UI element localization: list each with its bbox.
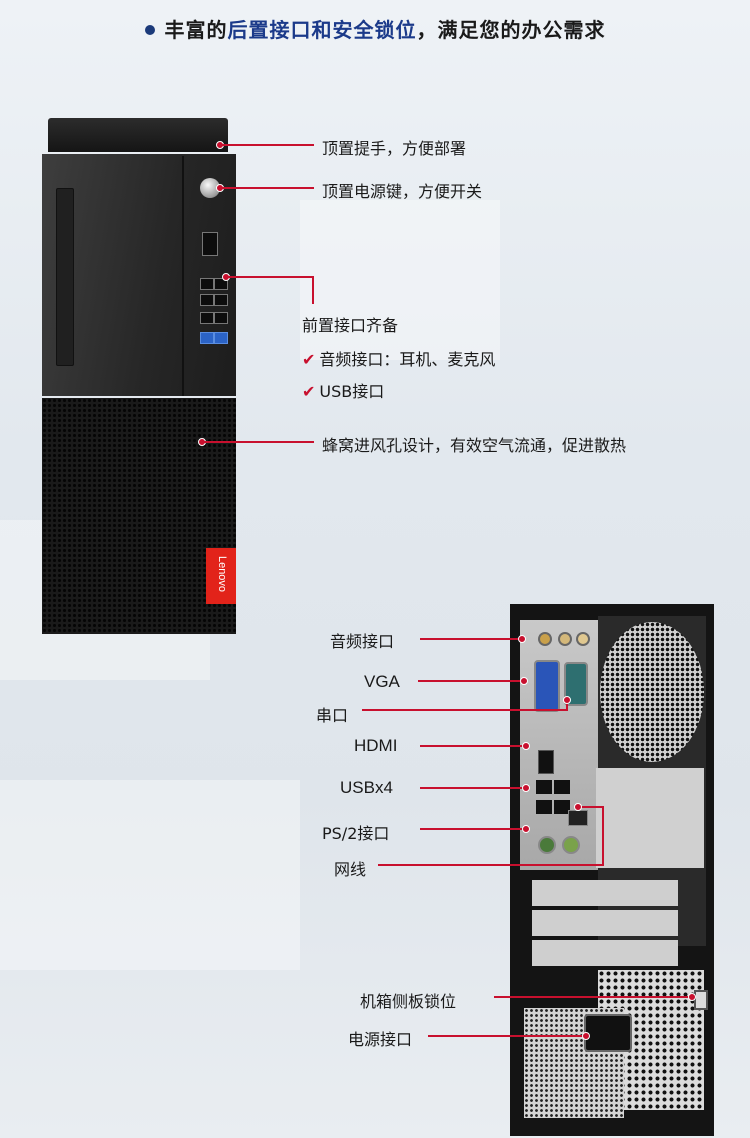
optical-drive-bay xyxy=(56,188,74,366)
tower-rear-image xyxy=(510,604,714,1136)
usb-port xyxy=(214,294,228,306)
ethernet-port xyxy=(568,810,588,826)
section-title: 丰富的后置接口和安全锁位，满足您的办公需求 xyxy=(0,14,750,43)
callout-mesh: 蜂窝进风孔设计，有效空气流通，促进散热 xyxy=(322,436,627,455)
title-highlight: 后置接口和安全锁位 xyxy=(227,18,417,42)
callout-side-lock: 机箱侧板锁位 xyxy=(360,992,457,1011)
callout-line xyxy=(420,745,524,747)
hdmi-port xyxy=(538,750,554,774)
usb-port xyxy=(554,780,570,794)
callout-line xyxy=(428,1035,584,1037)
callout-point xyxy=(574,803,582,811)
callout-line xyxy=(566,700,568,710)
tower-front-image: Lenovo xyxy=(40,118,236,634)
callout-point xyxy=(518,635,526,643)
usb-port xyxy=(536,780,552,794)
callout-line xyxy=(378,864,604,866)
usb-port xyxy=(536,800,552,814)
callout-line xyxy=(222,144,314,146)
callout-line xyxy=(420,828,524,830)
callout-line xyxy=(204,441,314,443)
callout-point xyxy=(522,742,530,750)
callout-line xyxy=(222,187,314,189)
callout-power-socket: 电源接口 xyxy=(348,1030,413,1049)
callout-point xyxy=(582,1032,590,1040)
callout-power: 顶置电源键，方便开关 xyxy=(322,182,483,201)
lenovo-logo: Lenovo xyxy=(206,548,236,604)
power-button-icon xyxy=(200,178,220,198)
io-plate xyxy=(520,620,598,870)
expansion-slot xyxy=(532,910,678,936)
ps2-port xyxy=(562,836,580,854)
callout-usb: USBx4 xyxy=(340,778,393,797)
check-icon: ✔ xyxy=(302,382,316,401)
callout-audio-ports: ✔音频接口：耳机、麦克风 xyxy=(302,350,496,369)
usb-port xyxy=(554,800,570,814)
callout-line xyxy=(418,680,522,682)
usb3-port xyxy=(200,332,214,344)
usb3-port xyxy=(214,332,228,344)
callout-line xyxy=(602,806,604,866)
callout-line xyxy=(420,638,520,640)
background-tile xyxy=(300,200,500,360)
background-tile xyxy=(0,780,300,970)
chassis-frame xyxy=(596,768,704,868)
check-icon: ✔ xyxy=(302,350,316,369)
callout-ps2: PS/2接口 xyxy=(322,824,390,843)
callout-front-ports: 前置接口齐备 xyxy=(302,316,399,335)
callout-rear-audio: 音频接口 xyxy=(330,632,395,651)
audio-jack xyxy=(558,632,572,646)
callout-point xyxy=(520,677,528,685)
ps2-port xyxy=(538,836,556,854)
card-reader-slot xyxy=(202,232,218,256)
audio-jack xyxy=(576,632,590,646)
bullet-icon xyxy=(144,24,155,35)
usb-port xyxy=(214,312,228,324)
usb-port xyxy=(200,312,214,324)
vga-port xyxy=(534,660,560,712)
honeycomb-mesh xyxy=(42,398,236,634)
callout-line xyxy=(312,276,314,304)
usb-port xyxy=(200,278,214,290)
callout-line xyxy=(494,996,690,998)
rear-fan-grille xyxy=(600,622,704,762)
callout-vga: VGA xyxy=(364,672,400,691)
callout-line xyxy=(578,806,604,808)
top-handle xyxy=(48,118,228,152)
callout-line xyxy=(228,276,314,278)
callout-handle: 顶置提手，方便部署 xyxy=(322,139,467,158)
usb-port xyxy=(214,278,228,290)
callout-point xyxy=(522,784,530,792)
lock-slot xyxy=(694,990,708,1010)
audio-jack xyxy=(538,632,552,646)
callout-point xyxy=(522,825,530,833)
power-socket xyxy=(584,1014,632,1052)
callout-point xyxy=(688,993,696,1001)
usb-port xyxy=(200,294,214,306)
callout-serial: 串口 xyxy=(316,706,349,725)
callout-hdmi: HDMI xyxy=(354,736,398,755)
callout-line xyxy=(420,787,524,789)
expansion-slot xyxy=(532,940,678,966)
callout-point xyxy=(563,696,571,704)
callout-usb-ports: ✔USB接口 xyxy=(302,382,385,401)
callout-line xyxy=(362,709,568,711)
front-panel xyxy=(42,154,236,396)
callout-lan: 网线 xyxy=(334,860,367,879)
expansion-slot xyxy=(532,880,678,906)
